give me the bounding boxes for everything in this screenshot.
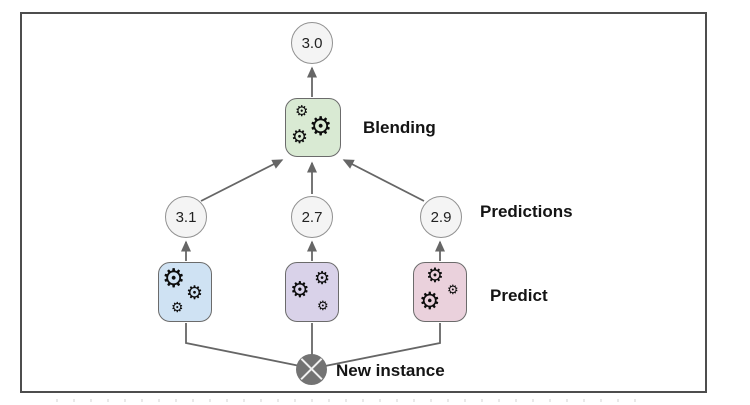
cropped-caption-remnant [56,399,640,402]
prediction-node: 2.9 [420,196,462,238]
gear-icon: ⚙ [186,283,204,304]
prediction-value: 3.1 [175,208,197,226]
gear-icon: ⚙ [447,282,459,297]
predictions-label: Predictions [480,202,573,221]
gear-icon: ⚙ [295,103,309,120]
gear-icon: ⚙ [162,263,186,293]
predictor-box: ⚙ ⚙ ⚙ [413,262,467,322]
gear-icon: ⚙ [426,265,444,287]
prediction-value: 2.7 [301,208,323,226]
prediction-node: 2.7 [291,196,333,238]
gear-icon: ⚙ [309,111,333,141]
gear-icon: ⚙ [291,127,309,148]
blending-label: Blending [363,118,436,137]
new-instance-label: New instance [336,361,445,380]
predictor-box: ⚙ ⚙ ⚙ [285,262,339,322]
gear-icon: ⚙ [290,277,310,302]
prediction-value: 2.9 [430,208,452,226]
predictor-box: ⚙ ⚙ ⚙ [158,262,212,322]
gear-icon: ⚙ [317,298,329,313]
diagram-frame [20,12,707,393]
predict-label: Predict [490,286,548,305]
final-prediction-value: 3.0 [301,34,323,52]
gear-icon: ⚙ [419,288,441,315]
final-prediction-node: 3.0 [291,22,333,64]
new-instance-icon [296,354,327,385]
gear-icon: ⚙ [314,268,331,288]
prediction-node: 3.1 [165,196,207,238]
gear-icon: ⚙ [171,299,184,315]
blender-box: ⚙ ⚙ ⚙ [285,98,341,157]
